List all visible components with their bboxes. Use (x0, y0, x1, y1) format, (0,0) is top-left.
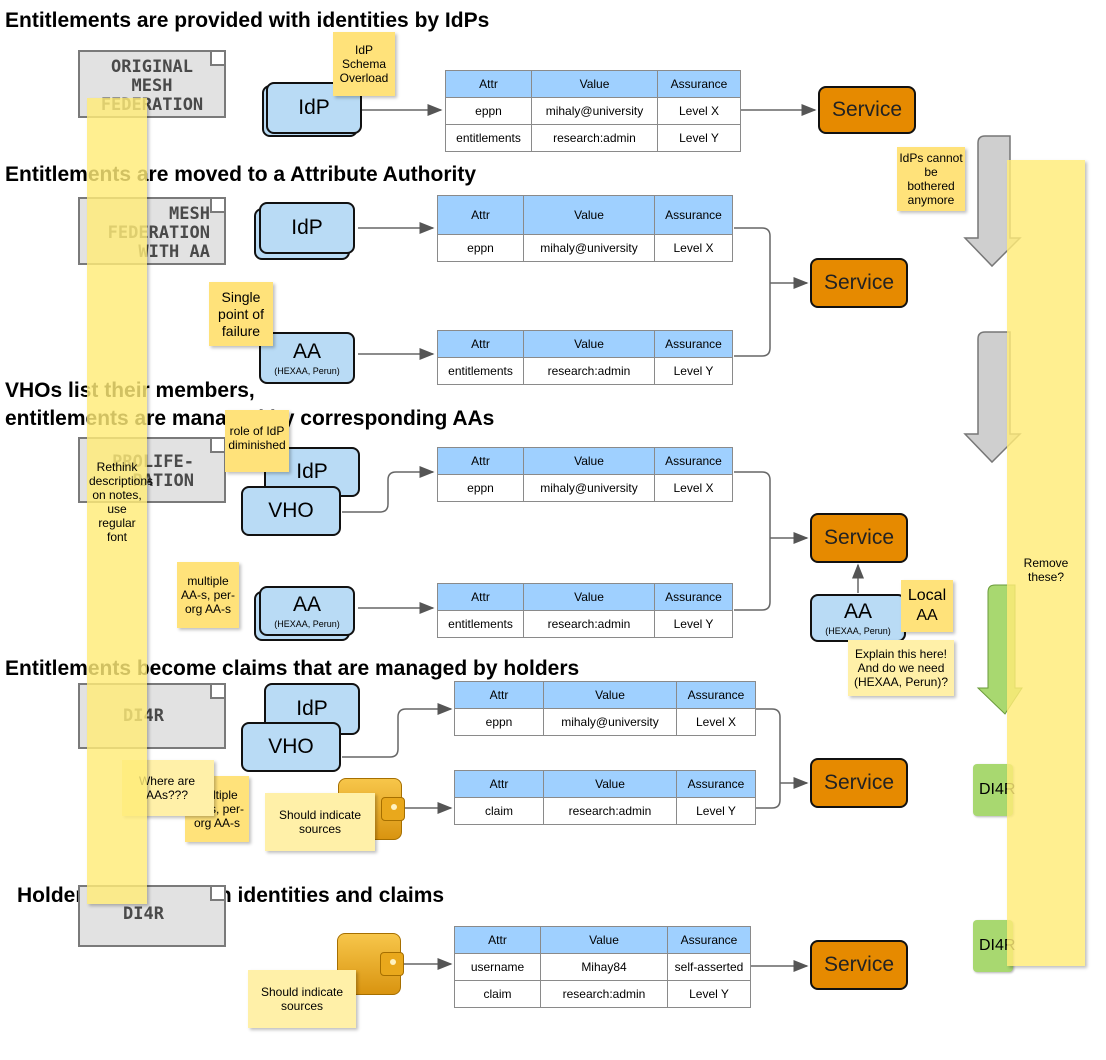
note-local-aa: Local AA (901, 580, 953, 632)
vho-node-3: VHO (241, 486, 341, 536)
heading-2: Entitlements are moved to a Attribute Au… (5, 163, 476, 186)
note-role-idp: role of IdP diminished (225, 410, 289, 472)
service-node-3: Service (810, 513, 908, 563)
aa-node-2: AA(HEXAA, Perun) (259, 332, 355, 384)
note-multiple-aa-1: multiple AA-s, per-org AA-s (177, 562, 239, 628)
edge-merge-2 (734, 227, 771, 357)
edge-merge-3 (734, 471, 771, 611)
service-node-4: Service (810, 758, 908, 808)
note-rethink: Rethink descriptions on notes, use regul… (87, 98, 153, 904)
note-remove-these: Remove these? (1007, 160, 1085, 966)
service-node-2: Service (810, 258, 908, 308)
note-indicate-sources-2: Should indicate sources (248, 970, 356, 1028)
green-label-1: DI4R (973, 764, 1015, 816)
vho-node-4: VHO (241, 722, 341, 772)
note-indicate-sources-1: Should indicate sources (265, 793, 375, 851)
edge-merge-4 (756, 708, 781, 809)
green-label-2: DI4R (973, 920, 1015, 972)
service-node-1: Service (818, 86, 916, 134)
aa-node-3: AA(HEXAA, Perun) (259, 586, 355, 636)
local-aa-node: AA(HEXAA, Perun) (810, 594, 906, 642)
note-explain: Explain this here! And do we need (HEXAA… (848, 640, 954, 696)
idp-node-2: IdP (259, 202, 355, 254)
note-single-point-failure: Single point of failure (209, 282, 273, 346)
note-idps-bothered: IdPs cannot be bothered anymore (897, 147, 965, 211)
service-node-5: Service (810, 940, 908, 990)
edge-vho-table4 (342, 466, 435, 513)
heading-4: Entitlements become claims that are mana… (5, 657, 580, 680)
heading-1: Entitlements are provided with identitie… (5, 9, 490, 32)
note-schema-overload: IdP Schema Overload (333, 32, 395, 96)
edge-vho-table6 (342, 703, 453, 758)
